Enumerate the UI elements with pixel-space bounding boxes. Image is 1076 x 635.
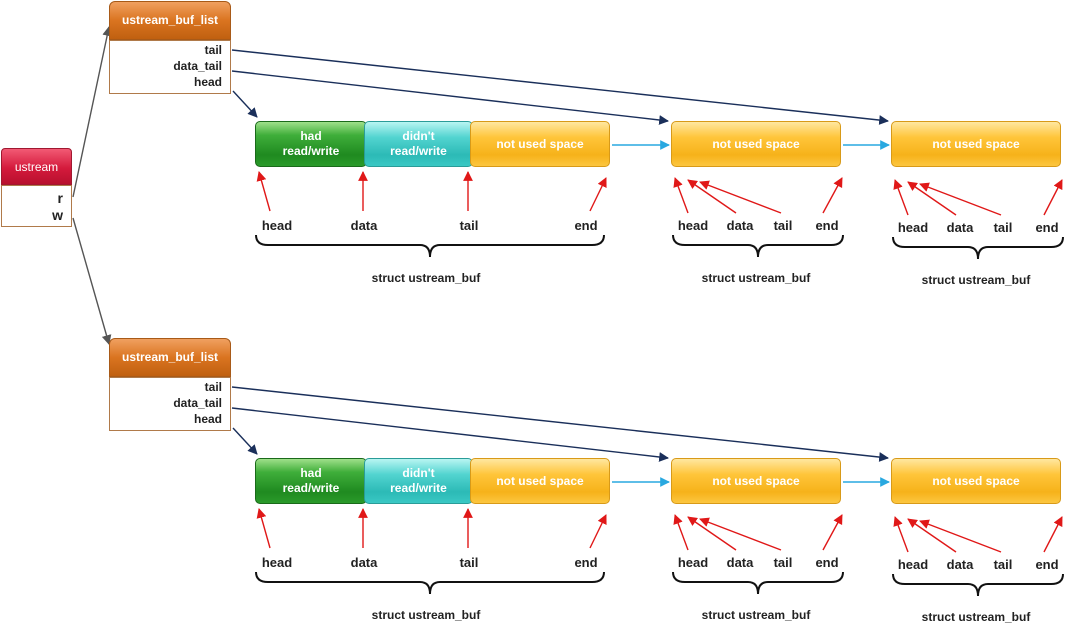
pointer-label-data: data <box>946 220 974 235</box>
struct-caption: struct ustream_buf <box>371 608 481 622</box>
pointer-label-data: data <box>946 557 974 572</box>
head-pointer-arrow <box>232 427 258 455</box>
pointer-label-head: head <box>261 555 293 570</box>
pointer-label-data: data <box>350 555 378 570</box>
brace-second-buffer <box>672 571 844 595</box>
pointer-label-tail: tail <box>993 220 1013 235</box>
segment-unused: not used space <box>891 121 1061 167</box>
buf-list-field-tail: tail <box>204 380 222 394</box>
segment-unused: not used space <box>671 458 841 504</box>
pointer-arrow-data <box>687 179 737 214</box>
pointer-arrow-tail <box>919 182 1002 216</box>
pointer-label-data: data <box>726 555 754 570</box>
brace-first-buffer <box>255 571 605 595</box>
pointer-label-end: end <box>574 218 598 233</box>
data-tail-pointer-arrow <box>231 70 669 125</box>
pointer-arrow-data <box>907 518 957 553</box>
pointer-label-data: data <box>726 218 754 233</box>
tail-pointer-arrow <box>231 386 889 462</box>
buf-list-field-tail: tail <box>204 43 222 57</box>
pointer-arrow-end <box>1043 516 1063 553</box>
struct-caption: struct ustream_buf <box>921 610 1031 624</box>
pointer-arrow-end <box>589 177 607 212</box>
pointer-label-tail: tail <box>993 557 1013 572</box>
ustream-fields: r w <box>1 185 72 227</box>
pointer-label-end: end <box>1035 557 1059 572</box>
struct-caption: struct ustream_buf <box>371 271 481 285</box>
pointer-arrow-end <box>589 514 607 549</box>
buf-list-header: ustream_buf_list <box>109 338 231 377</box>
pointer-label-tail: tail <box>773 218 793 233</box>
ustream-field-r: r <box>57 190 63 206</box>
data-tail-pointer-arrow <box>231 407 669 462</box>
segment-unused: not used space <box>470 121 610 167</box>
pointer-arrow-head <box>256 171 271 212</box>
pointer-label-head: head <box>677 218 709 233</box>
buf-list-field-data-tail: data_tail <box>173 396 222 410</box>
pointer-arrow-data <box>687 516 737 551</box>
ustream-header: ustream <box>1 148 72 185</box>
pointer-label-head: head <box>897 220 929 235</box>
pointer-label-end: end <box>574 555 598 570</box>
ustream-r-arrow <box>72 26 112 198</box>
head-pointer-arrow <box>232 90 258 118</box>
struct-caption: struct ustream_buf <box>701 271 811 285</box>
pointer-arrow-head <box>893 179 909 216</box>
pointer-label-tail: tail <box>773 555 793 570</box>
ustream-w-arrow <box>72 217 112 345</box>
tail-pointer-arrow <box>231 49 889 125</box>
pointer-label-end: end <box>1035 220 1059 235</box>
pointer-arrow-end <box>1043 179 1063 216</box>
buf-list-header: ustream_buf_list <box>109 1 231 40</box>
pointer-arrow-head <box>673 514 689 551</box>
pointer-arrow-end <box>822 514 843 551</box>
struct-caption: struct ustream_buf <box>701 608 811 622</box>
pointer-label-end: end <box>815 555 839 570</box>
segment-unused: not used space <box>470 458 610 504</box>
pointer-label-data: data <box>350 218 378 233</box>
pointer-arrow-head <box>673 177 689 214</box>
pointer-arrow-head <box>256 508 271 549</box>
pointer-label-tail: tail <box>459 218 479 233</box>
struct-caption: struct ustream_buf <box>921 273 1031 287</box>
brace-third-buffer <box>892 236 1064 260</box>
pointer-arrow-end <box>822 177 843 214</box>
segment-unused: not used space <box>671 121 841 167</box>
ustream-field-w: w <box>52 207 63 223</box>
brace-third-buffer <box>892 573 1064 597</box>
pointer-label-tail: tail <box>459 555 479 570</box>
buf-list-field-head: head <box>193 412 222 426</box>
pointer-arrow-tail <box>919 519 1002 553</box>
pointer-arrow-head <box>893 516 909 553</box>
pointer-arrow-data <box>907 181 957 216</box>
brace-second-buffer <box>672 234 844 258</box>
pointer-arrow-tail <box>699 517 782 551</box>
buf-list-field-head: head <box>193 75 222 89</box>
pointer-label-head: head <box>677 555 709 570</box>
buf-list-field-data-tail: data_tail <box>173 59 222 73</box>
brace-first-buffer <box>255 234 605 258</box>
segment-unused: not used space <box>891 458 1061 504</box>
pointer-label-end: end <box>815 218 839 233</box>
pointer-arrow-tail <box>699 180 782 214</box>
pointer-label-head: head <box>897 557 929 572</box>
pointer-label-head: head <box>261 218 293 233</box>
